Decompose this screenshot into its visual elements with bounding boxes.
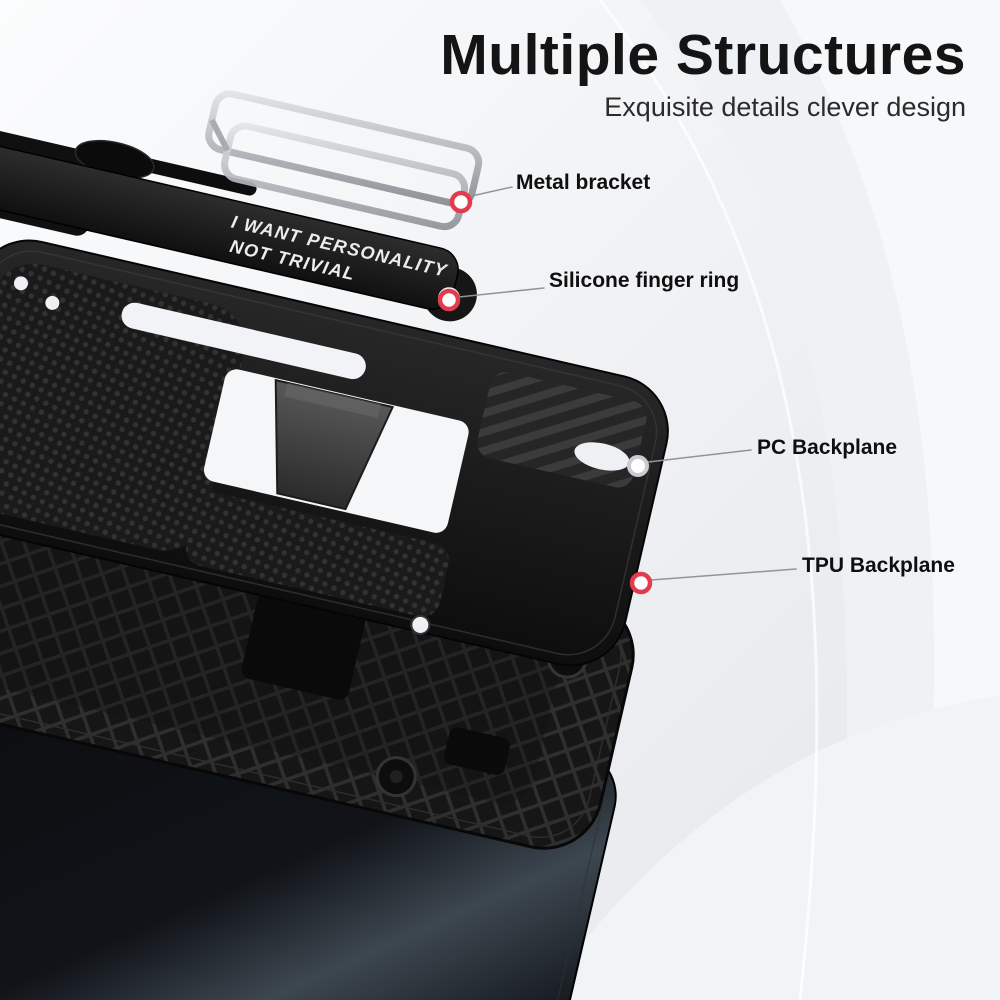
callout-dot-pc-backplane (627, 455, 649, 477)
pc-backplane (0, 239, 669, 667)
background-waves (540, 0, 1000, 1000)
side-slot-cutout (121, 302, 366, 380)
callout-line-pc-backplane (647, 449, 752, 463)
button-hole (45, 295, 60, 310)
callout-dot-metal-bracket (449, 190, 473, 214)
page-title: Multiple Structures (440, 23, 966, 87)
tpu-camera-block (241, 586, 367, 700)
callout-dot-tpu-backplane (629, 571, 653, 595)
button-hole (13, 276, 28, 291)
callout-label-pc-backplane: PC Backplane (757, 436, 898, 459)
bottom-hole (410, 614, 431, 635)
callout-label-tpu-backplane: TPU Backplane (802, 554, 955, 577)
callout-line-metal-bracket (466, 186, 513, 198)
callout-line-tpu-backplane (650, 568, 797, 581)
callout-label-metal-bracket: Metal bracket (516, 171, 651, 194)
texture-panel-bottom (186, 492, 450, 617)
headline-block: Multiple Structures Exquisite details cl… (440, 23, 966, 123)
strap-band (0, 139, 459, 310)
callout-label-silicone-finger-ring: Silicone finger ring (549, 269, 740, 292)
page-subtitle: Exquisite details clever design (604, 92, 966, 123)
callout-dot-silicone-finger-ring (437, 288, 461, 312)
callout-line-silicone-finger-ring (458, 287, 545, 298)
tpu-backplane (0, 460, 635, 850)
callout-markers (437, 186, 797, 595)
camera-cutout (574, 442, 630, 471)
